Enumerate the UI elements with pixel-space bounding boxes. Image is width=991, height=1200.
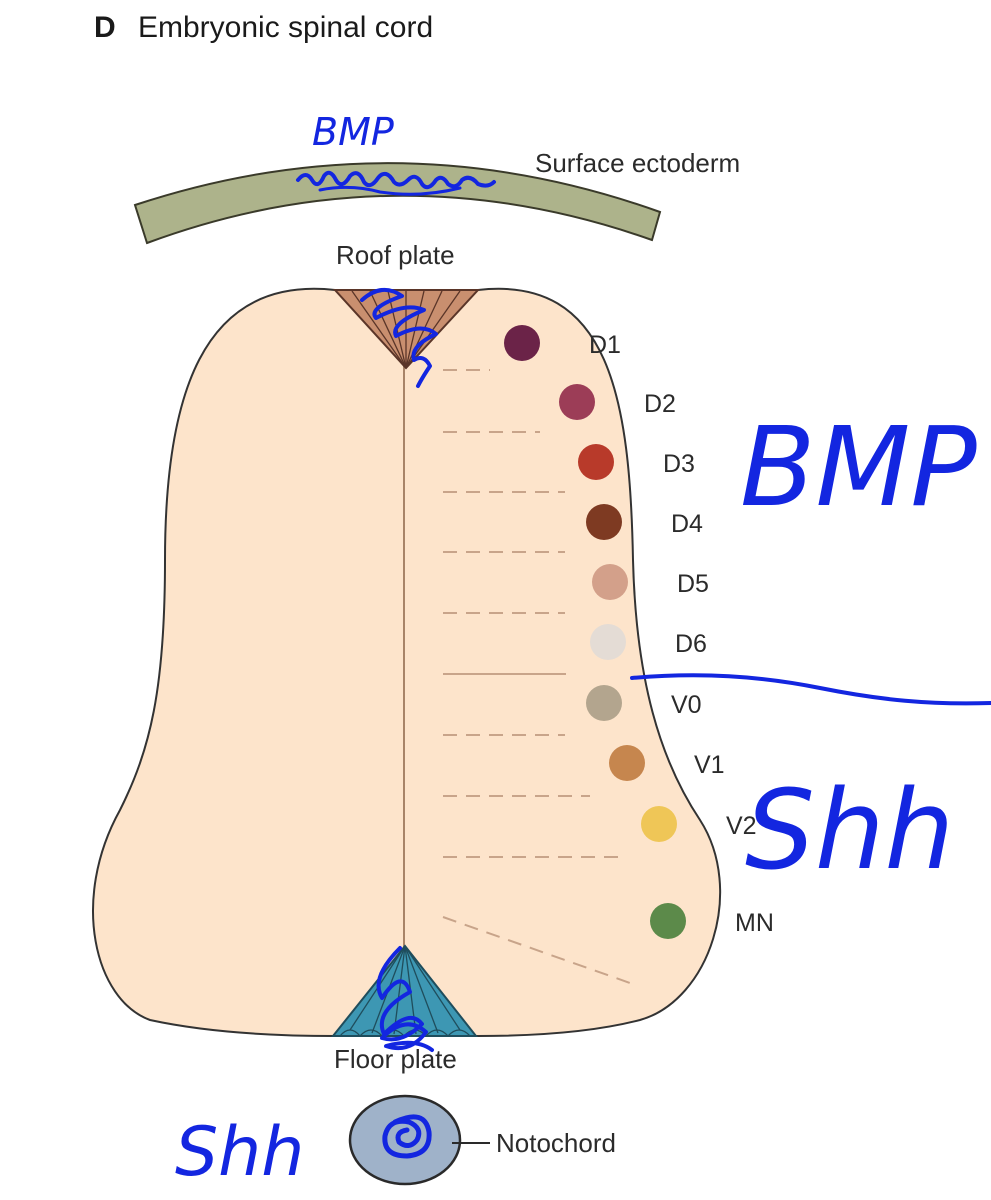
surface-ectoderm bbox=[133, 162, 662, 245]
domain-label-d5: D5 bbox=[677, 570, 709, 598]
domain-marker-d2 bbox=[559, 384, 595, 420]
figure-title: Embryonic spinal cord bbox=[138, 11, 433, 44]
domain-marker-v2 bbox=[641, 806, 677, 842]
ink-scribble-notochord bbox=[382, 1114, 432, 1159]
ink-scribble-roof bbox=[360, 288, 438, 388]
label-roof-plate: Roof plate bbox=[336, 240, 455, 270]
domain-marker-d3 bbox=[578, 444, 614, 480]
ink-label-shh-side: Shh bbox=[745, 766, 954, 894]
notochord bbox=[348, 1094, 462, 1186]
domain-label-d4: D4 bbox=[671, 510, 703, 538]
domain-label-d6: D6 bbox=[675, 630, 707, 658]
domain-marker-d4 bbox=[586, 504, 622, 540]
label-notochord: Notochord bbox=[496, 1128, 616, 1158]
ink-scribble-floor bbox=[376, 946, 434, 1052]
domain-label-d1: D1 bbox=[589, 331, 621, 359]
ink-scribble-ectoderm-2 bbox=[318, 185, 462, 196]
ink-label-bmp-side: BMP bbox=[740, 403, 977, 531]
ink-boundary-line bbox=[630, 673, 991, 706]
domain-marker-d5 bbox=[592, 564, 628, 600]
domain-label-d3: D3 bbox=[663, 450, 695, 478]
domain-marker-d6 bbox=[590, 624, 626, 660]
domain-marker-v0 bbox=[586, 685, 622, 721]
domain-marker-mn bbox=[650, 903, 686, 939]
ink-label-bmp-top: BMP bbox=[312, 110, 394, 154]
domain-marker-d1 bbox=[504, 325, 540, 361]
ink-label-shh-bottom: Shh bbox=[175, 1113, 304, 1192]
domain-label-d2: D2 bbox=[644, 390, 676, 418]
domain-boundaries bbox=[442, 369, 631, 984]
ink-annotations bbox=[296, 170, 991, 1159]
label-surface-ectoderm: Surface ectoderm bbox=[535, 148, 740, 178]
domain-label-v1: V1 bbox=[694, 751, 725, 779]
domain-label-mn: MN bbox=[735, 909, 774, 937]
ink-scribble-ectoderm bbox=[296, 170, 496, 190]
domain-marker-v1 bbox=[609, 745, 645, 781]
domain-label-v2: V2 bbox=[726, 812, 757, 840]
panel-letter: D bbox=[94, 11, 116, 44]
domain-label-v0: V0 bbox=[671, 691, 702, 719]
neural-tube bbox=[92, 287, 722, 1037]
